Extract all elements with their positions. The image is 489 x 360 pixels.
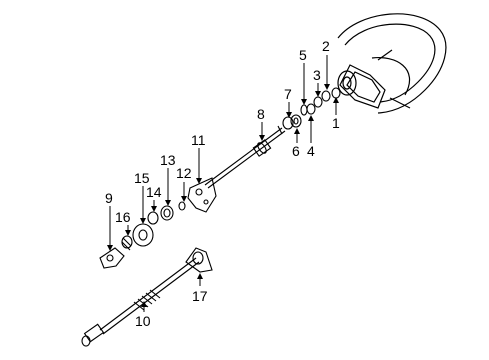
upper-shaft: [204, 125, 286, 189]
lower-joint-parts: [99, 235, 133, 269]
callout-10: 10: [135, 313, 151, 329]
leader-lines: [107, 55, 339, 312]
part-4-spring: [306, 103, 316, 115]
callout-1: 1: [332, 115, 340, 131]
callout-15: 15: [134, 170, 150, 186]
callout-16: 16: [115, 209, 131, 225]
callout-4: 4: [307, 143, 315, 159]
callout-9: 9: [105, 190, 113, 206]
part-9-u-joint: [99, 247, 125, 269]
part-17-boot: [185, 247, 213, 273]
mid-parts: [132, 201, 186, 247]
steering-wheel: [337, 13, 447, 114]
callout-13: 13: [160, 152, 176, 168]
part-3-ring: [313, 96, 323, 108]
hub-parts: [282, 87, 341, 130]
part-13-bearing: [160, 205, 174, 221]
lower-shaft: [81, 247, 213, 347]
part-1-nut: [331, 87, 341, 99]
part-14-ring: [147, 211, 159, 225]
callout-14: 14: [146, 184, 162, 200]
upper-joint: [187, 177, 217, 213]
callout-6: 6: [292, 143, 300, 159]
callout-3: 3: [313, 67, 321, 83]
callout-2: 2: [322, 38, 330, 54]
callout-8: 8: [257, 106, 265, 122]
part-2-washer: [321, 90, 331, 102]
callout-17: 17: [192, 288, 208, 304]
part-5-ring: [300, 104, 308, 116]
callout-12: 12: [176, 165, 192, 181]
part-6-bearing: [290, 114, 302, 128]
callout-7: 7: [284, 86, 292, 102]
part-15-gear: [132, 223, 154, 247]
callout-5: 5: [299, 47, 307, 63]
callout-11: 11: [191, 132, 206, 148]
part-12-clip: [178, 201, 186, 211]
callouts: 1 2 3 4 5 6 7 8 9 10 11 12 13 14 15 16 1…: [105, 38, 340, 329]
